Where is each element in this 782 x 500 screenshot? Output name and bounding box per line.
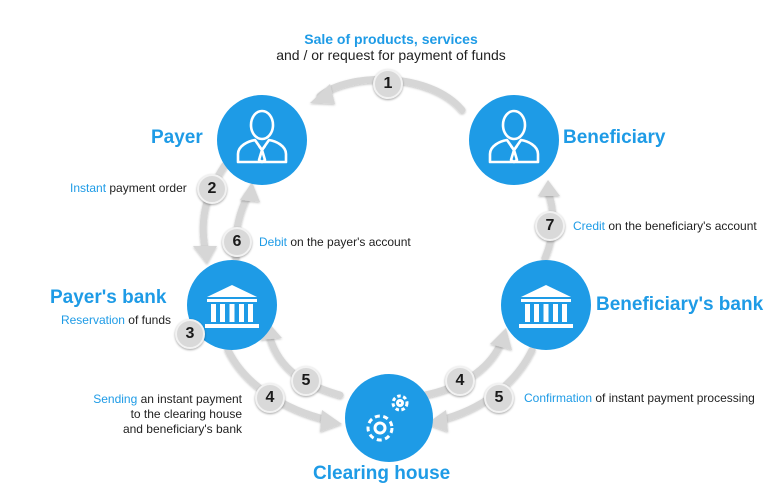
arrow-2 — [199, 161, 229, 252]
sending-text: Sending an instant payment to the cleari… — [93, 392, 242, 436]
step-badge-1: 1 — [373, 69, 403, 99]
credit-text: Credit on the beneficiary's account — [573, 219, 757, 233]
step-badge-4-left: 4 — [255, 383, 285, 413]
top-subtitle: and / or request for payment of funds — [276, 47, 506, 63]
arrowhead-5-right — [426, 410, 448, 432]
step-badge-5-left: 5 — [291, 366, 321, 396]
bank-icon — [205, 285, 259, 328]
confirmation-text: Confirmation of instant payment processi… — [524, 391, 755, 405]
clearing-house-node — [345, 374, 433, 462]
step-badge-3: 3 — [175, 319, 205, 349]
person-icon — [488, 109, 540, 164]
beneficiary-label: Beneficiary — [563, 127, 666, 148]
arrowhead-2 — [193, 246, 217, 264]
step-badge-4-right: 4 — [445, 366, 475, 396]
arrowhead-4-left — [320, 410, 342, 432]
payer-label: Payer — [151, 127, 203, 148]
step-badge-2: 2 — [197, 174, 227, 204]
arrowhead-6 — [240, 182, 260, 202]
arrowhead-1 — [310, 84, 335, 104]
reservation-text: Reservation of funds — [60, 313, 171, 327]
payers-bank-label: Payer's bank — [50, 287, 167, 308]
bank-icon — [519, 285, 573, 328]
arrowhead-7 — [538, 180, 560, 196]
top-title: Sale of products, services — [304, 31, 478, 47]
debit-text: Debit on the payer's account — [259, 235, 411, 249]
beneficiarys-bank-label: Beneficiary's bank — [596, 294, 764, 315]
step-badge-6: 6 — [222, 227, 252, 257]
clearing-house-label: Clearing house — [313, 463, 451, 484]
arrowhead-4-right — [490, 328, 512, 350]
step-badge-5-right: 5 — [484, 383, 514, 413]
person-icon — [236, 109, 288, 164]
instant-payment-order-text: Instant payment order — [70, 181, 187, 195]
step-badge-7: 7 — [535, 211, 565, 241]
arrowhead-5-left — [260, 322, 282, 340]
gears-icon — [366, 394, 409, 442]
